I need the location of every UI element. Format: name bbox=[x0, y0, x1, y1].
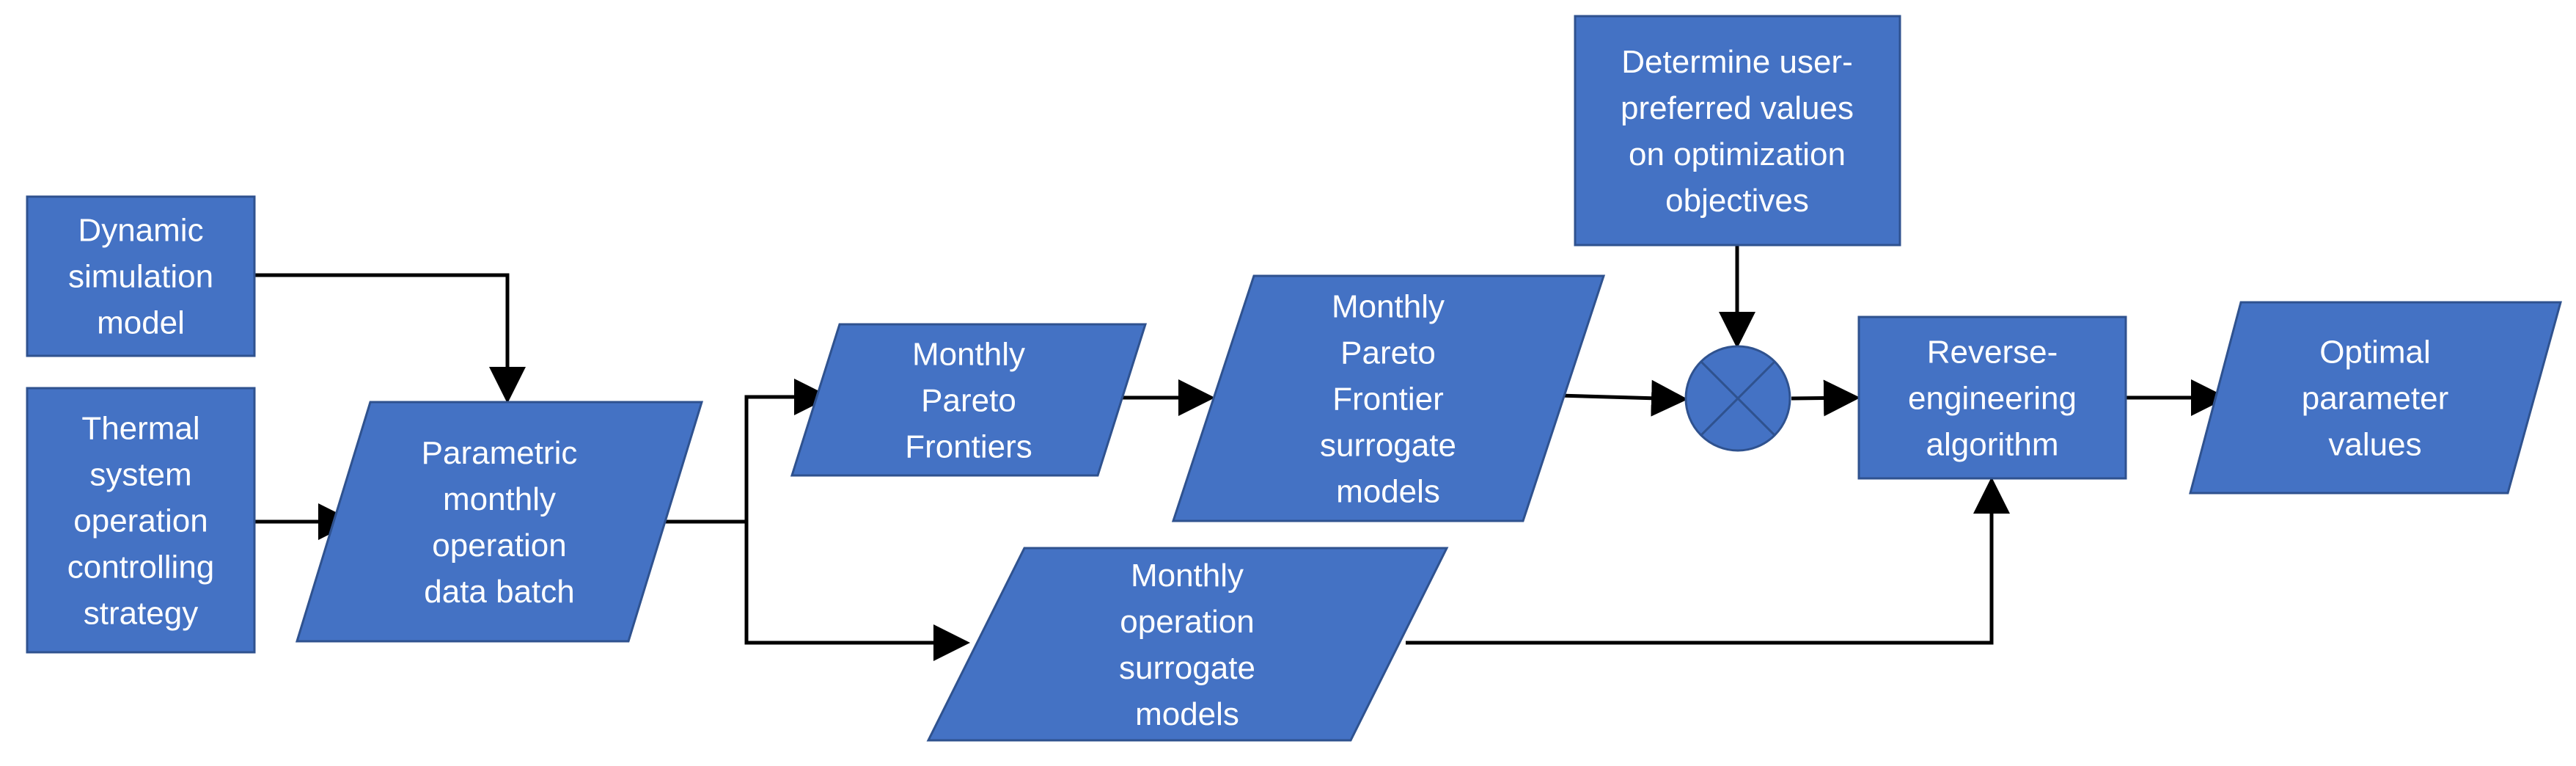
junction-cross-line-b bbox=[1700, 360, 1776, 437]
reverse-engineering-algorithm-label-line: algorithm bbox=[1926, 426, 2059, 462]
node-parametric-data-batch: Parametric monthly operation data batch bbox=[295, 401, 704, 643]
arrow-pareto-surrogate-models-to-combine-junction bbox=[1557, 379, 1688, 417]
dynamic-simulation-model-label-line: simulation bbox=[68, 258, 213, 294]
arrow-dynamic-simulation-model-to-parametric-data-batch bbox=[254, 273, 526, 404]
thermal-system-strategy-label-line: system bbox=[89, 456, 191, 492]
pareto-surrogate-models-shape bbox=[1171, 274, 1606, 522]
parametric-data-batch-label-line: operation bbox=[432, 528, 566, 563]
monthly-pareto-frontiers-label-line: Frontiers bbox=[905, 428, 1032, 464]
dynamic-simulation-model-label-line: model bbox=[97, 304, 185, 340]
operation-surrogate-models-shape bbox=[926, 547, 1449, 742]
arrow-operation-surrogate-models-to-reverse-engineering-algorithm bbox=[1406, 477, 2010, 645]
pareto-surrogate-models-label-line: surrogate bbox=[1320, 427, 1456, 463]
pareto-surrogate-models-label-line: models bbox=[1336, 473, 1440, 509]
user-preferred-values-label-line: objectives bbox=[1665, 183, 1809, 219]
optimal-parameter-values-label-line: Optimal bbox=[2319, 334, 2431, 370]
pareto-surrogate-models-label-line: Frontier bbox=[1332, 381, 1444, 417]
operation-surrogate-models-label-line: Monthly bbox=[1131, 558, 1244, 594]
connector-layer bbox=[254, 245, 2228, 661]
arrow-parametric-data-batch-to-operation-surrogate-models bbox=[660, 519, 970, 661]
operation-surrogate-models-label-line: models bbox=[1135, 696, 1239, 732]
thermal-system-strategy-label-line: operation bbox=[73, 503, 208, 539]
reverse-engineering-algorithm-label-line: Reverse- bbox=[1927, 334, 2058, 370]
pareto-surrogate-models-label-line: Monthly bbox=[1332, 288, 1445, 324]
optimal-parameter-values-shape bbox=[2189, 301, 2562, 495]
parametric-data-batch-label-line: data batch bbox=[424, 574, 575, 610]
thermal-system-strategy-shape bbox=[26, 387, 256, 654]
node-thermal-system-strategy: Thermal system operation controlling strateg… bbox=[26, 387, 256, 654]
reverse-engineering-algorithm-label-line: engineering bbox=[1908, 380, 2077, 416]
thermal-system-strategy-label-line: Thermal bbox=[81, 410, 199, 446]
monthly-pareto-frontiers-shape bbox=[790, 323, 1148, 477]
dynamic-simulation-model-label-line: Dynamic bbox=[78, 212, 203, 248]
node-optimal-parameter-values: Optimal parameter values bbox=[2189, 301, 2562, 495]
reverse-engineering-algorithm-shape bbox=[1857, 315, 2127, 480]
operation-surrogate-models-label-line: surrogate bbox=[1119, 650, 1255, 686]
optimal-parameter-values-label-line: parameter bbox=[2302, 380, 2449, 416]
node-operation-surrogate-models: Monthly operation surrogate models bbox=[926, 547, 1449, 742]
user-preferred-values-label-line: on optimization bbox=[1629, 136, 1846, 172]
thermal-system-strategy-label-line: strategy bbox=[84, 595, 199, 631]
thermal-system-strategy-label-line: controlling bbox=[67, 549, 215, 585]
monthly-pareto-frontiers-label-line: Monthly bbox=[912, 336, 1025, 372]
node-reverse-engineering-algorithm: Reverse-engineering algorithm bbox=[1857, 315, 2127, 480]
optimal-parameter-values-label-line: values bbox=[2328, 426, 2421, 462]
parametric-data-batch-shape bbox=[295, 401, 704, 643]
dynamic-simulation-model-shape bbox=[26, 195, 256, 357]
user-preferred-values-label-line: Determine user- bbox=[1621, 44, 1852, 80]
node-combine-junction bbox=[1684, 345, 1791, 452]
user-preferred-values-label-line: preferred values bbox=[1621, 90, 1854, 126]
operation-surrogate-models-label-line: operation bbox=[1120, 604, 1254, 640]
parametric-data-batch-label-line: Parametric bbox=[422, 435, 578, 471]
monthly-pareto-frontiers-label-line: Pareto bbox=[921, 382, 1016, 418]
user-preferred-values-shape bbox=[1574, 15, 1901, 247]
parametric-data-batch-label-line: monthly bbox=[443, 481, 556, 517]
pareto-surrogate-models-label-line: Pareto bbox=[1340, 335, 1436, 371]
node-user-preferred-values: Determine user-preferred values on optimi… bbox=[1574, 15, 1901, 247]
node-dynamic-simulation-model: Dynamic simulation model bbox=[26, 195, 256, 357]
